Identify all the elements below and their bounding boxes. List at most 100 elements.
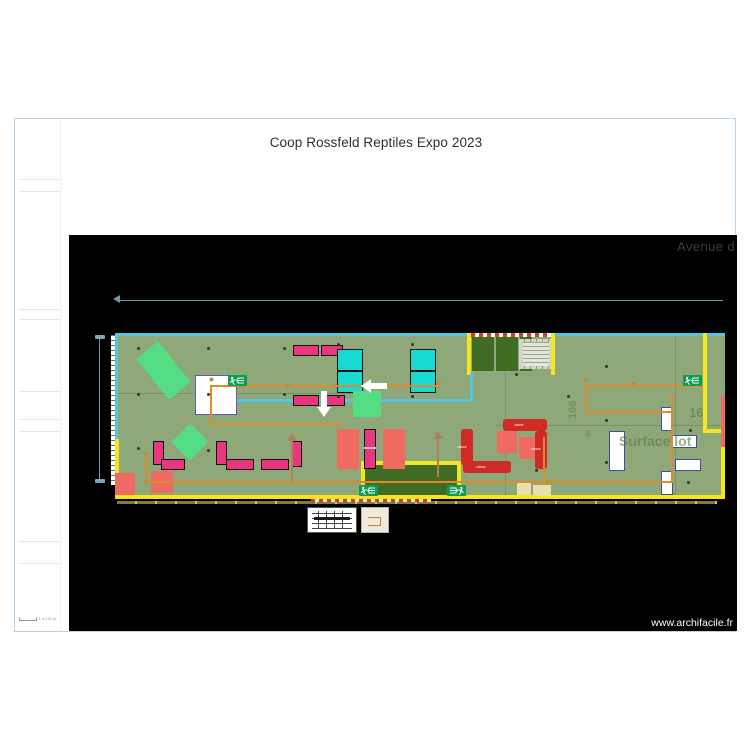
rail-divider [19,191,59,192]
wall-vestibule-right [470,373,473,401]
exit-sign[interactable] [228,375,247,386]
column-marker [605,365,608,368]
room-fill-dark-green[interactable] [365,465,457,495]
booth-pink[interactable] [293,395,319,406]
floor-plan-canvas[interactable]: Avenue d www.archifacile.fr [69,235,737,631]
facade-strip-salmon [721,395,725,447]
column-marker [687,481,690,484]
detail-row [312,523,352,524]
detail-col [334,511,335,529]
rail-divider [19,541,59,542]
booth-pink[interactable] [161,459,185,470]
detail-col [318,511,319,529]
dimension-rule [117,300,723,301]
booth-salmon[interactable] [337,429,359,469]
circulation-path [631,385,671,387]
hazard-strip-bottom [311,499,431,502]
booth-green[interactable] [353,391,381,417]
grid-line [675,425,725,426]
counter-unit[interactable] [496,337,518,371]
booth-pink[interactable] [226,459,254,470]
column-marker [207,347,210,350]
checkout-counter[interactable]: caisse [503,419,547,431]
checkout-counter[interactable]: caisse [531,431,547,469]
booth-white[interactable] [675,459,701,471]
circulation-path [210,385,212,425]
pillar-icon [143,479,148,484]
pillar-icon [331,383,336,388]
scale-bar: 1 m 100 px [19,617,57,621]
wall-north-cyan [115,333,467,336]
column-marker [137,393,140,396]
checkout-counter[interactable]: caisse [463,461,511,473]
dimension-line-horizontal [113,295,723,303]
pillar-icon [143,451,148,456]
booth-white[interactable] [609,431,625,471]
column-marker [207,449,210,452]
detail-turn-marker[interactable] [361,507,389,533]
column-marker [411,343,414,346]
circulation-path [585,411,671,413]
circulation-path [210,423,342,425]
checkout-counter[interactable]: caisse [457,429,473,465]
building-outline[interactable]: caisse caisse caisse caisse [115,333,725,502]
street-label: Avenue d [677,239,735,254]
detail-plan-thumbnail[interactable] [307,507,357,533]
watermark: www.archifacile.fr [651,617,733,629]
booth-salmon[interactable] [383,429,405,469]
counter-unit[interactable] [472,337,494,371]
wall-room-right [457,461,461,497]
pillar-icon [289,479,294,484]
running-man-exit-icon [450,486,464,495]
rail-divider [19,419,59,420]
scale-bar-glyph [19,617,37,621]
circulation-path [671,393,673,483]
booth-pink[interactable] [153,441,164,465]
column-marker [605,419,608,422]
circulation-path [210,385,440,387]
booth-pink[interactable] [216,441,227,465]
booth-salmon[interactable] [497,431,517,453]
rail-divider [19,309,59,310]
wall-north-cyan [555,333,725,336]
booth-salmon[interactable] [115,473,135,495]
booth-divider [410,370,436,372]
annotation-166: 166 [567,400,579,419]
detail-col [326,511,327,529]
dimension-rule [99,339,100,479]
exit-sign[interactable] [447,485,466,496]
booth-pink[interactable] [293,345,319,356]
circulation-path [543,481,671,483]
column-marker [337,343,340,346]
circulation-path [145,453,147,483]
grid-line [495,425,675,426]
grid-line [675,333,676,499]
detail-bar [314,517,350,520]
circulation-path [585,385,587,413]
dimension-line-vertical [95,335,105,483]
document-frame: Coop Rossfeld Reptiles Expo 2023 1 m 100… [14,118,737,632]
exit-sign[interactable] [359,485,378,496]
booth-cream[interactable] [533,485,551,496]
wall-vestibule-bottom [223,399,473,402]
pillar-icon [285,383,290,388]
pillar-icon [583,377,588,382]
rail-divider [19,179,59,180]
column-marker [605,461,608,464]
booth-pink[interactable] [261,459,289,470]
booth-cream[interactable] [517,481,531,495]
booth-pink-tall[interactable] [364,429,376,469]
exit-sign[interactable] [683,375,702,386]
column-marker [207,393,210,396]
pillar-icon [209,377,214,382]
booth-white-large[interactable] [195,375,237,415]
column-marker [337,395,340,398]
column-marker [567,395,570,398]
wall-counter-right [551,333,555,375]
wall-room-left [361,461,365,497]
wall-south-yellow [115,495,725,499]
shelving-rows [523,342,549,366]
turn-arrow-icon [368,517,381,526]
annotation-16: 16 [689,405,704,420]
booth-white[interactable] [661,471,673,495]
